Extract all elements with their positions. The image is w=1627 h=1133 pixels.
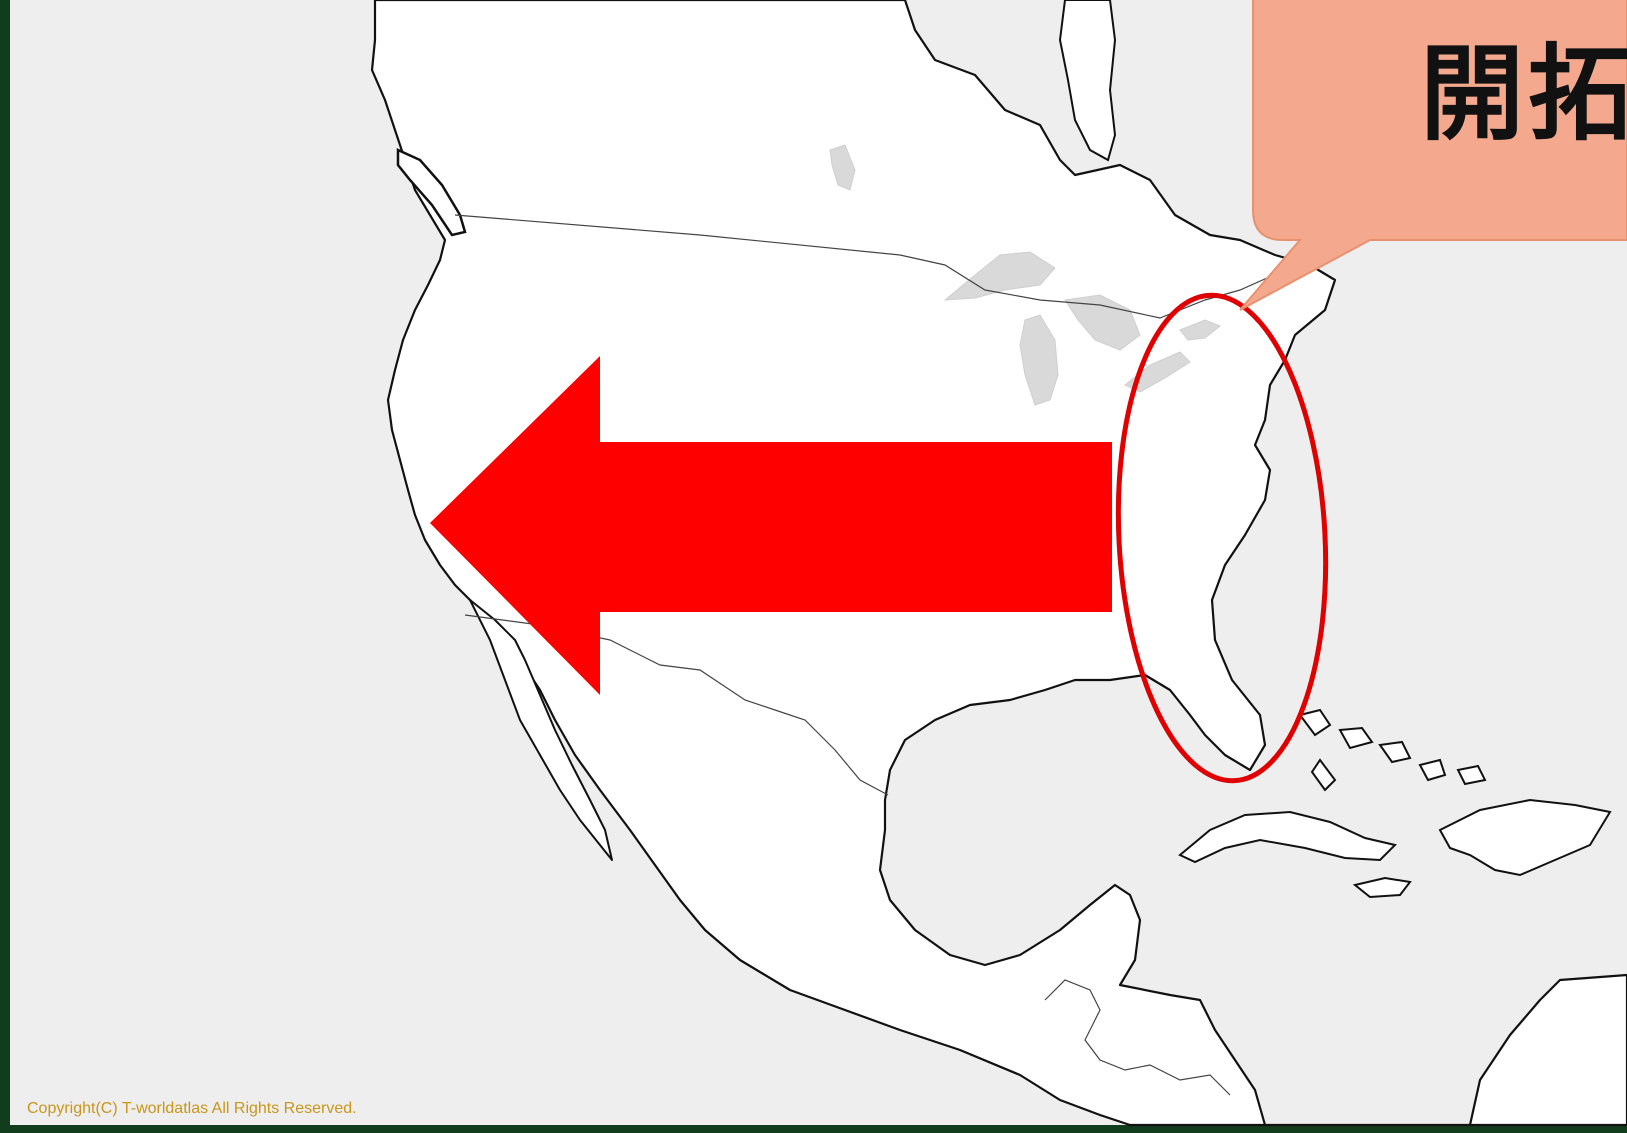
callout-text: 開拓	[1420, 33, 1627, 155]
westward-arrow-icon	[430, 356, 1112, 695]
central-america-borders	[1044, 979, 1231, 1096]
copyright-notice: Copyright(C) T-worldatlas All Rights Res…	[27, 1100, 357, 1117]
lake-superior	[943, 251, 1056, 301]
lake-michigan	[1019, 314, 1059, 406]
lake-winnipeg	[829, 144, 856, 191]
bahamas	[1298, 708, 1487, 792]
cuba	[1178, 810, 1397, 864]
lake-ontario	[1179, 319, 1221, 341]
jamaica	[1352, 876, 1412, 899]
east-coast-highlight	[1115, 292, 1329, 784]
callout-bubble	[1239, 0, 1627, 311]
lake-erie	[1124, 351, 1191, 393]
baja-california	[469, 599, 613, 861]
hispaniola	[1438, 798, 1612, 877]
great-lakes	[829, 144, 1221, 406]
lake-huron	[1064, 294, 1141, 351]
newfoundland	[1058, 0, 1117, 162]
vancouver-island	[396, 148, 467, 237]
